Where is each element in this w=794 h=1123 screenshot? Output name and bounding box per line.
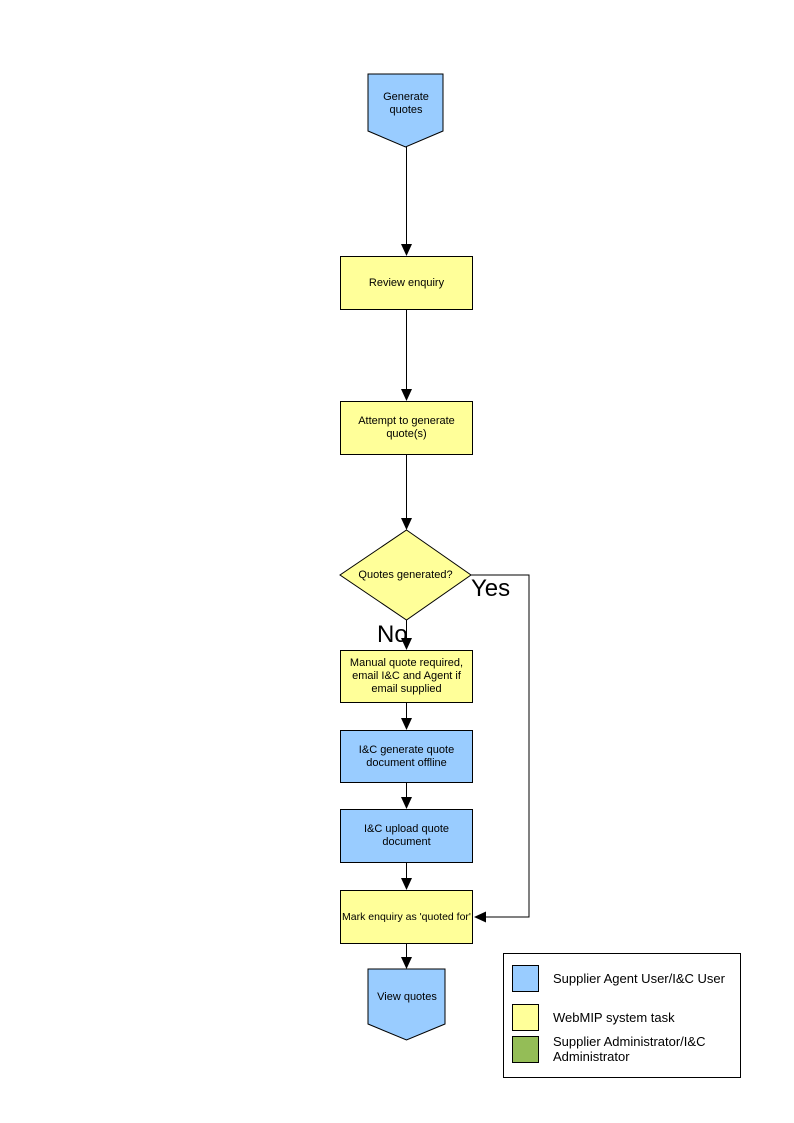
legend-label-admin: Supplier Administrator/I&C Administrator [553,1034,706,1064]
legend-swatch-admin [512,1035,539,1063]
start-node-shape [367,73,444,148]
legend-swatch-agent-user [512,965,539,992]
node-generate-offline: I&C generate quote document offline [340,730,473,783]
connectors [401,147,530,969]
no-branch-label: No [377,621,408,648]
node-attempt-generate: Attempt to generate quote(s) [340,401,473,455]
start-node-label: Generate quotes [383,91,429,116]
arrowhead-mark-quoted [401,878,412,890]
node-mark-quoted-label: Mark enquiry as 'quoted for' [342,910,471,923]
decision-node-label: Quotes generated? [358,568,453,581]
legend-row-admin: Supplier Administrator/I&C Administrator [512,1034,734,1064]
legend-row-agent-user: Supplier Agent User/I&C User [512,965,734,992]
node-review-enquiry: Review enquiry [340,256,473,310]
node-upload-quote-label: I&C upload quote document [363,823,449,848]
legend-box: Supplier Agent User/I&C User WebMIP syst… [503,953,741,1078]
arrowhead-manual-quote [401,638,412,650]
legend-row-system-task: WebMIP system task [512,1004,734,1031]
end-node-shape [367,968,446,1041]
node-manual-quote: Manual quote required, email I&C and Age… [340,650,473,703]
arrowhead-decision [401,518,412,530]
end-node-label: View quotes [377,990,437,1003]
arrowhead-upload [401,797,412,809]
node-mark-quoted: Mark enquiry as 'quoted for' [340,890,473,944]
node-manual-quote-label: Manual quote required, email I&C and Age… [349,657,464,695]
node-review-enquiry-label: Review enquiry [368,276,445,289]
node-attempt-generate-label: Attempt to generate quote(s) [358,415,455,440]
arrowhead-yes-into-mark [474,911,486,923]
legend-label-system-task: WebMIP system task [553,1010,675,1025]
legend-label-agent-user: Supplier Agent User/I&C User [553,971,725,986]
arrowhead-attempt [401,389,412,401]
arrowhead-generate-offline [401,718,412,730]
connector-yes-branch [471,574,530,918]
decision-node-shape [339,529,472,621]
arrowhead-review [401,244,412,256]
legend-swatch-system-task [512,1004,539,1031]
node-generate-offline-label: I&C generate quote document offline [358,743,455,769]
node-upload-quote: I&C upload quote document [340,809,473,863]
arrowhead-end [401,957,412,969]
yes-branch-label: Yes [471,575,511,602]
